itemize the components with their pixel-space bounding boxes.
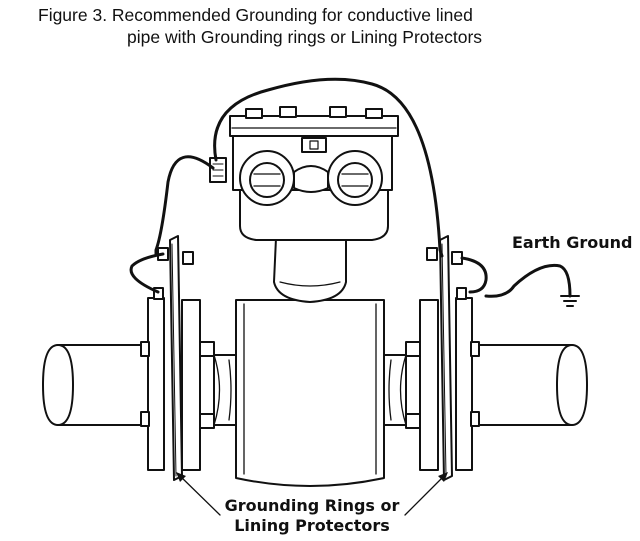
earth-ground-icon — [560, 295, 580, 307]
flowmeter-body — [235, 299, 385, 487]
left-conduit-entry — [239, 150, 295, 206]
flowmeter-stem — [273, 237, 347, 303]
right-pipe — [477, 344, 588, 426]
left-pipe — [42, 344, 149, 426]
grounding-rings-label-line-2: Lining Protectors — [234, 516, 390, 535]
grounding-rings-label-line-1: Grounding Rings or — [225, 496, 400, 515]
right-arrowhead — [438, 472, 448, 482]
right-meter-flange — [405, 299, 439, 471]
conduit-bridge — [293, 165, 329, 193]
left-arrowhead — [176, 472, 186, 482]
right-conduit-entry — [327, 150, 383, 206]
grounding-wires — [129, 77, 572, 298]
left-meter-flange — [181, 299, 215, 471]
left-pipe-flange — [140, 287, 165, 471]
right-meter-neck — [383, 354, 407, 426]
left-meter-neck — [213, 354, 237, 426]
caption-line-1: Figure 3. Recommended Grounding for cond… — [38, 5, 473, 25]
caption-line-2: pipe with Grounding rings or Lining Prot… — [127, 27, 483, 47]
ring-leader-lines — [177, 473, 447, 516]
earth-ground-label: Earth Ground — [512, 233, 632, 252]
right-pipe-flange — [455, 287, 480, 471]
